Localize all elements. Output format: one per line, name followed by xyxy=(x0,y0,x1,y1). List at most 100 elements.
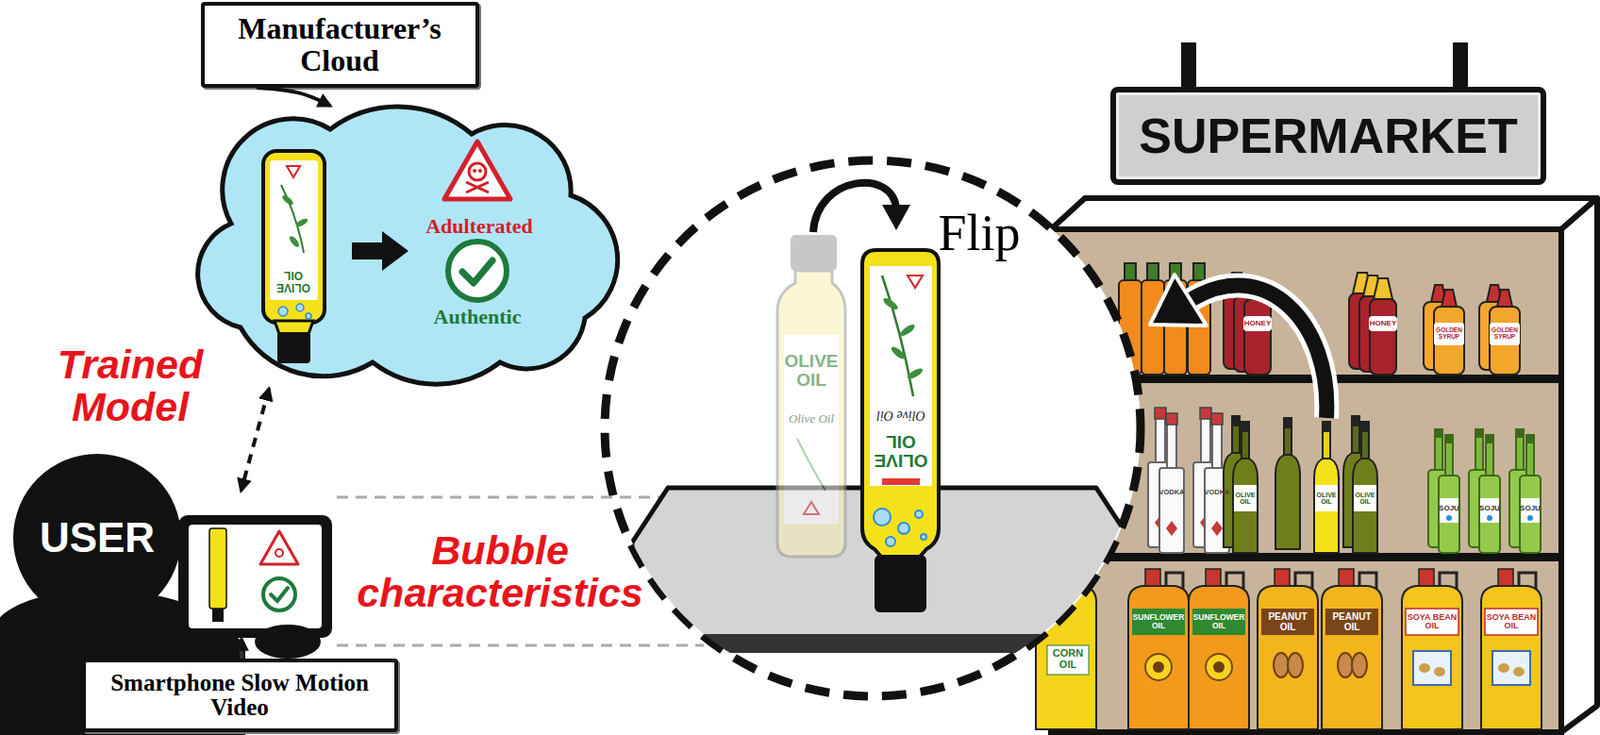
label-patch xyxy=(1325,608,1379,635)
screen-bottle xyxy=(209,528,227,609)
bubble xyxy=(278,306,288,317)
ghost-bottle xyxy=(777,234,846,557)
cloud-shape: AdulteratedAuthentic xyxy=(188,105,623,389)
bean-icon xyxy=(1513,666,1525,677)
product-label: SOYA BEAN OIL xyxy=(1406,613,1458,632)
check-icon xyxy=(448,241,507,300)
result-arrow xyxy=(351,231,409,271)
screen-check xyxy=(263,578,296,611)
drop-icon xyxy=(1446,515,1452,521)
product-label: OLIVE OIL xyxy=(1350,491,1380,506)
caption-box: Smartphone Slow Motion Video xyxy=(82,658,399,733)
shelf-board xyxy=(1050,552,1562,562)
connector-arrow xyxy=(239,638,244,659)
crossbone xyxy=(466,182,489,193)
drop-icon xyxy=(1527,515,1534,521)
flipped-bottle xyxy=(862,250,939,613)
user-head xyxy=(13,453,182,622)
sunflower-icon xyxy=(1213,661,1225,673)
label-patch xyxy=(1484,608,1538,635)
bottle-label: OLIVE OIL xyxy=(780,351,843,390)
label-patch xyxy=(1433,322,1465,346)
peanut-icon xyxy=(1287,652,1303,678)
soju-bottle xyxy=(1438,433,1460,553)
sunflower-icon xyxy=(1205,653,1233,681)
shelf-top xyxy=(1050,198,1598,230)
annotation-label: Trained Model xyxy=(21,343,239,429)
leaf xyxy=(294,216,309,229)
flip-arrowhead xyxy=(882,204,911,231)
product-label: SOJU xyxy=(1437,504,1461,513)
bottle-tag xyxy=(882,478,920,485)
skull-eye xyxy=(478,168,483,173)
node-text: Manufacturer’s Cloud xyxy=(212,13,467,77)
product-label: OLIVE OIL xyxy=(1231,491,1260,506)
label-patch xyxy=(1489,322,1520,346)
skull-eye xyxy=(472,168,477,173)
pick-arrow xyxy=(1190,285,1327,418)
bottle-neck xyxy=(274,320,314,334)
bottle-mark xyxy=(907,275,923,288)
connector-arrow xyxy=(241,388,270,491)
screen-bottle-cap xyxy=(212,608,224,622)
product-label: CORN OIL xyxy=(1047,648,1089,670)
product-label: SOYA BEAN OIL xyxy=(1485,613,1537,632)
leaf-branch xyxy=(281,184,304,253)
store-sign: SUPERMARKET xyxy=(1110,86,1547,185)
product-label: SOJU xyxy=(1478,504,1501,513)
product-label: SOJU xyxy=(1518,504,1542,513)
leaf xyxy=(899,322,917,338)
node-text: Smartphone Slow Motion Video xyxy=(98,670,382,721)
bottle-body xyxy=(862,250,939,557)
product-label: GOLDEN SYRUP xyxy=(1433,327,1466,341)
table xyxy=(622,487,1142,653)
label-patch xyxy=(1047,645,1089,675)
table-top xyxy=(632,487,1133,637)
cloud-outline xyxy=(198,106,618,384)
sunflower-oil-jug xyxy=(1188,568,1250,730)
bubble xyxy=(873,508,891,526)
dashed-circle xyxy=(604,160,1141,697)
bottle-label: OLIVE OIL xyxy=(271,268,316,293)
sign-hanger xyxy=(1452,42,1468,90)
soya-bean-oil-jug xyxy=(1481,568,1542,730)
phone-screen xyxy=(188,524,322,629)
product-label: HONEY xyxy=(1241,319,1274,328)
cloud-bottle xyxy=(263,150,325,364)
node-text: SUPERMARKET xyxy=(1120,110,1536,163)
product-label: HONEY xyxy=(1366,319,1400,328)
olive-oil-bottle xyxy=(1233,420,1258,553)
screen-warning xyxy=(260,531,299,565)
label-patch xyxy=(1261,608,1315,635)
product-label: OLIVE OIL xyxy=(1312,491,1341,506)
leader-line xyxy=(336,644,704,648)
title-box: Manufacturer’s Cloud xyxy=(200,1,480,88)
crossbone xyxy=(466,182,489,193)
annotation-label: Bubble characteristics xyxy=(316,529,684,615)
bubble xyxy=(898,522,910,534)
check-mark xyxy=(462,260,493,284)
hand xyxy=(254,624,321,659)
bubble xyxy=(920,533,927,540)
peanut-icon xyxy=(1273,652,1289,678)
vodka-bottle xyxy=(1159,413,1184,553)
leader-line xyxy=(336,496,704,500)
leaf xyxy=(882,296,900,312)
product-label: VODKA xyxy=(1202,488,1232,497)
olive-oil-bottle xyxy=(1275,416,1300,550)
soju-bottle xyxy=(1479,433,1500,553)
bottle-label: OLIVE OIL xyxy=(868,432,934,470)
pick-arrow-outline xyxy=(1190,285,1327,418)
leaf xyxy=(281,193,296,207)
bubble xyxy=(915,510,923,518)
peanut-oil-jug xyxy=(1321,568,1383,730)
selected-olive-oil-bottle xyxy=(1314,420,1339,553)
bubble xyxy=(885,536,896,547)
bottle-mark xyxy=(286,166,300,178)
sign-hanger xyxy=(1181,42,1197,90)
drop-icon xyxy=(1486,515,1493,521)
bottle-mark xyxy=(803,501,819,515)
olive-oil-bottle xyxy=(1352,420,1378,553)
